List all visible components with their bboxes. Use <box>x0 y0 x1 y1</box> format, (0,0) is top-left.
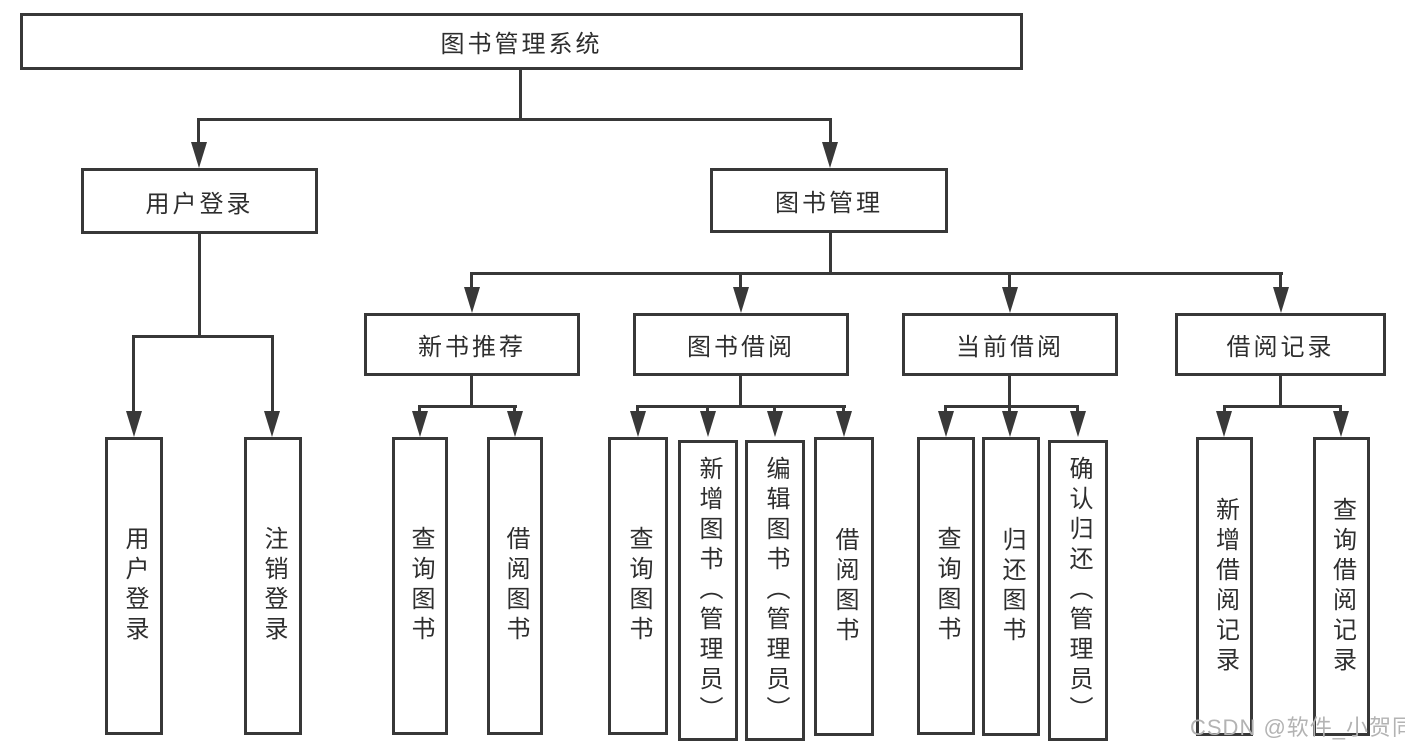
leaf-add-borrow-record-label: 新增借阅记录 <box>1211 496 1239 677</box>
arrow-down-icon <box>1070 411 1086 437</box>
connector-line <box>513 405 516 415</box>
connector-line <box>1076 405 1079 415</box>
arrow-down-icon <box>464 287 480 313</box>
leaf-borrow-books-label: 借阅图书 <box>831 526 858 647</box>
node-book-management: 图书管理 <box>710 168 948 233</box>
connector-line <box>1223 405 1342 408</box>
leaf-edit-books-admin-label: 编辑图书（管理员） <box>762 455 789 726</box>
leaf-recommend-query-books-label: 查询图书 <box>407 526 434 646</box>
leaf-borrowing-query-books-label: 查询图书 <box>625 526 652 646</box>
arrow-down-icon <box>1002 411 1018 437</box>
leaf-edit-books-admin: 编辑图书（管理员） <box>745 440 805 741</box>
connector-line <box>132 335 135 415</box>
connector-line <box>418 405 421 415</box>
connector-line <box>1339 405 1342 415</box>
connector-line <box>1008 272 1011 290</box>
arrow-down-icon <box>630 411 646 437</box>
leaf-return-books: 归还图书 <box>982 437 1040 736</box>
connector-line <box>519 70 522 118</box>
watermark: CSDN @软件_小贺同学 <box>1190 715 1405 740</box>
arrow-down-icon <box>264 411 280 437</box>
connector-line <box>944 405 947 415</box>
connector-line <box>1008 376 1011 405</box>
arrow-down-icon <box>700 411 716 437</box>
leaf-logout-label: 注销登录 <box>260 526 287 646</box>
arrow-down-icon <box>412 411 428 437</box>
connector-line <box>706 405 709 415</box>
leaf-user-login: 用户登录 <box>105 437 163 735</box>
connector-line <box>470 272 473 290</box>
connector-line <box>1223 405 1226 415</box>
node-book-borrowing: 图书借阅 <box>633 313 849 376</box>
leaf-confirm-return-admin-label: 确认归还（管理员） <box>1065 455 1092 726</box>
node-user-login: 用户登录 <box>81 168 318 234</box>
connector-line <box>829 118 832 150</box>
arrow-down-icon <box>1333 411 1349 437</box>
leaf-recommend-query-books: 查询图书 <box>392 437 448 735</box>
leaf-logout: 注销登录 <box>244 437 302 735</box>
arrow-down-icon <box>191 142 207 168</box>
arrow-down-icon <box>938 411 954 437</box>
connector-line <box>271 335 274 415</box>
leaf-query-borrow-record-label: 查询借阅记录 <box>1328 496 1356 677</box>
connector-line <box>418 405 517 408</box>
node-borrowing-records: 借阅记录 <box>1175 313 1386 376</box>
connector-line <box>1279 376 1282 405</box>
connector-line <box>829 233 832 272</box>
connector-line <box>470 376 473 405</box>
leaf-confirm-return-admin: 确认归还（管理员） <box>1048 440 1108 741</box>
connector-line <box>739 376 742 405</box>
connector-line <box>636 405 846 408</box>
connector-line <box>132 335 274 338</box>
connector-line <box>1279 272 1282 290</box>
arrow-down-icon <box>1216 411 1232 437</box>
node-current-borrowing: 当前借阅 <box>902 313 1118 376</box>
leaf-add-books-admin: 新增图书（管理员） <box>678 440 738 741</box>
connector-line <box>197 118 200 150</box>
arrow-down-icon <box>733 287 749 313</box>
leaf-current-query-books: 查询图书 <box>917 437 975 735</box>
leaf-return-books-label: 归还图书 <box>998 526 1025 647</box>
arrow-down-icon <box>1273 287 1289 313</box>
node-new-book-recommendation: 新书推荐 <box>364 313 580 376</box>
arrow-down-icon <box>126 411 142 437</box>
connector-line <box>773 405 776 415</box>
connector-line <box>739 272 742 290</box>
connector-line <box>197 118 832 121</box>
leaf-borrow-books: 借阅图书 <box>814 437 874 736</box>
leaf-add-borrow-record: 新增借阅记录 <box>1196 437 1253 736</box>
leaf-recommend-borrow-books: 借阅图书 <box>487 437 543 735</box>
connector-line <box>1008 405 1011 415</box>
arrow-down-icon <box>507 411 523 437</box>
arrow-down-icon <box>767 411 783 437</box>
arrow-down-icon <box>836 411 852 437</box>
leaf-current-query-books-label: 查询图书 <box>933 526 960 646</box>
node-library-system: 图书管理系统 <box>20 13 1023 70</box>
leaf-user-login-label: 用户登录 <box>121 526 148 646</box>
leaf-query-borrow-record: 查询借阅记录 <box>1313 437 1370 736</box>
connector-line <box>470 272 1283 275</box>
arrow-down-icon <box>1002 287 1018 313</box>
connector-line <box>636 405 639 415</box>
connector-line <box>842 405 845 415</box>
connector-line <box>944 405 1079 408</box>
leaf-borrowing-query-books: 查询图书 <box>608 437 668 735</box>
leaf-add-books-admin-label: 新增图书（管理员） <box>695 455 722 726</box>
leaf-recommend-borrow-books-label: 借阅图书 <box>502 526 529 646</box>
connector-line <box>198 234 201 335</box>
arrow-down-icon <box>822 142 838 168</box>
